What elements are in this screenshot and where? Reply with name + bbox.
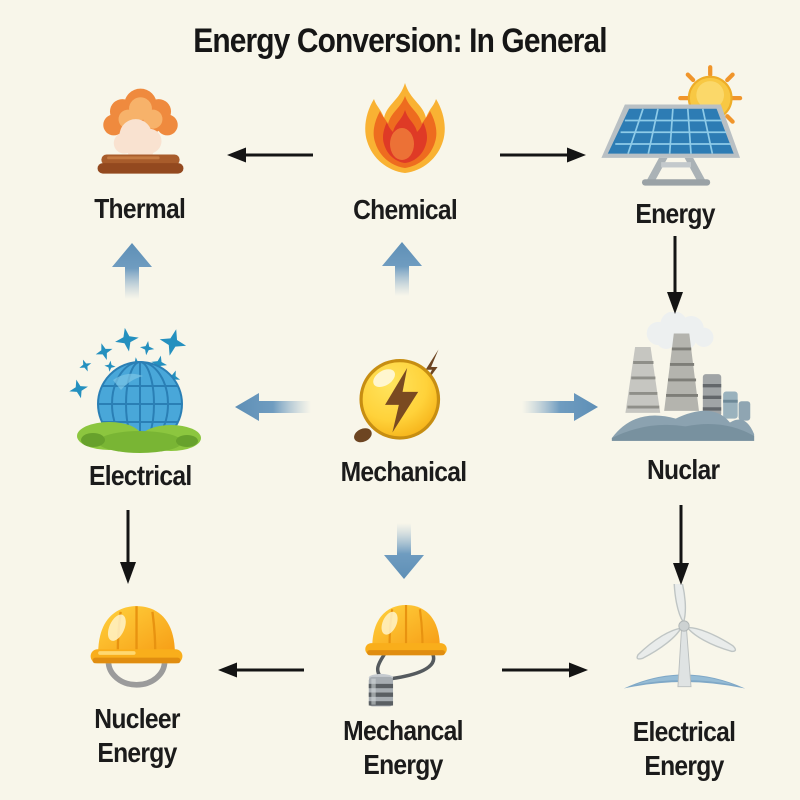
arrow-electrical-to-thermal <box>112 243 152 299</box>
node-label: Mechancal Energy <box>343 715 463 780</box>
lightning-bolt-icon <box>350 344 456 450</box>
node-thermal: Thermal <box>50 80 230 226</box>
node-label: Electrical <box>88 460 192 491</box>
node-label: Thermal <box>94 193 187 224</box>
node-label: Mechanical <box>340 456 467 487</box>
arrow-chemical-to-energy <box>500 147 586 163</box>
hard-hat-icon <box>83 594 191 697</box>
arrow-nuclar-to-electrical-energy <box>673 505 689 585</box>
wind-turbine-icon <box>616 569 752 710</box>
explosion-icon <box>88 80 193 187</box>
node-energy: Energy <box>585 64 765 231</box>
solar-panel-sun-icon <box>595 64 755 192</box>
node-mechancal-energy: Mechancal Energy <box>313 592 493 781</box>
arrow-electrical-to-nucleer-energy <box>120 510 136 584</box>
arrow-energy-to-nuclar <box>667 236 683 314</box>
node-label: Electrical Energy <box>632 716 736 781</box>
arrow-chemical-to-thermal <box>227 147 313 163</box>
globe-birds-icon <box>65 324 215 454</box>
node-label: Nuclar <box>646 454 720 485</box>
diagram-title: Energy Conversion: In General <box>193 22 607 60</box>
arrow-mechancal-to-electrical-energy <box>502 662 588 678</box>
node-nuclar: Nuclar <box>593 311 773 487</box>
arrow-mechanical-to-nuclar <box>522 393 598 421</box>
node-chemical: Chemical <box>315 78 495 227</box>
arrow-mechanical-to-chemical <box>382 242 422 296</box>
node-nucleer-energy: Nucleer Energy <box>47 594 227 769</box>
node-label: Nucleer Energy <box>94 703 180 768</box>
hard-hat-battery-icon <box>353 592 453 709</box>
arrow-mechancal-to-nucleer-energy <box>218 662 304 678</box>
node-mechanical: Mechanical <box>313 344 493 489</box>
node-label: Energy <box>635 198 715 229</box>
power-plant-icon <box>608 311 758 443</box>
fire-icon <box>355 78 455 188</box>
node-electrical-energy: Electrical Energy <box>594 569 774 782</box>
node-electrical: Electrical <box>50 324 230 493</box>
arrow-mechanical-to-mechancal-energy <box>384 523 424 579</box>
arrow-mechanical-to-electrical <box>235 393 311 421</box>
node-label: Chemical <box>353 194 458 225</box>
